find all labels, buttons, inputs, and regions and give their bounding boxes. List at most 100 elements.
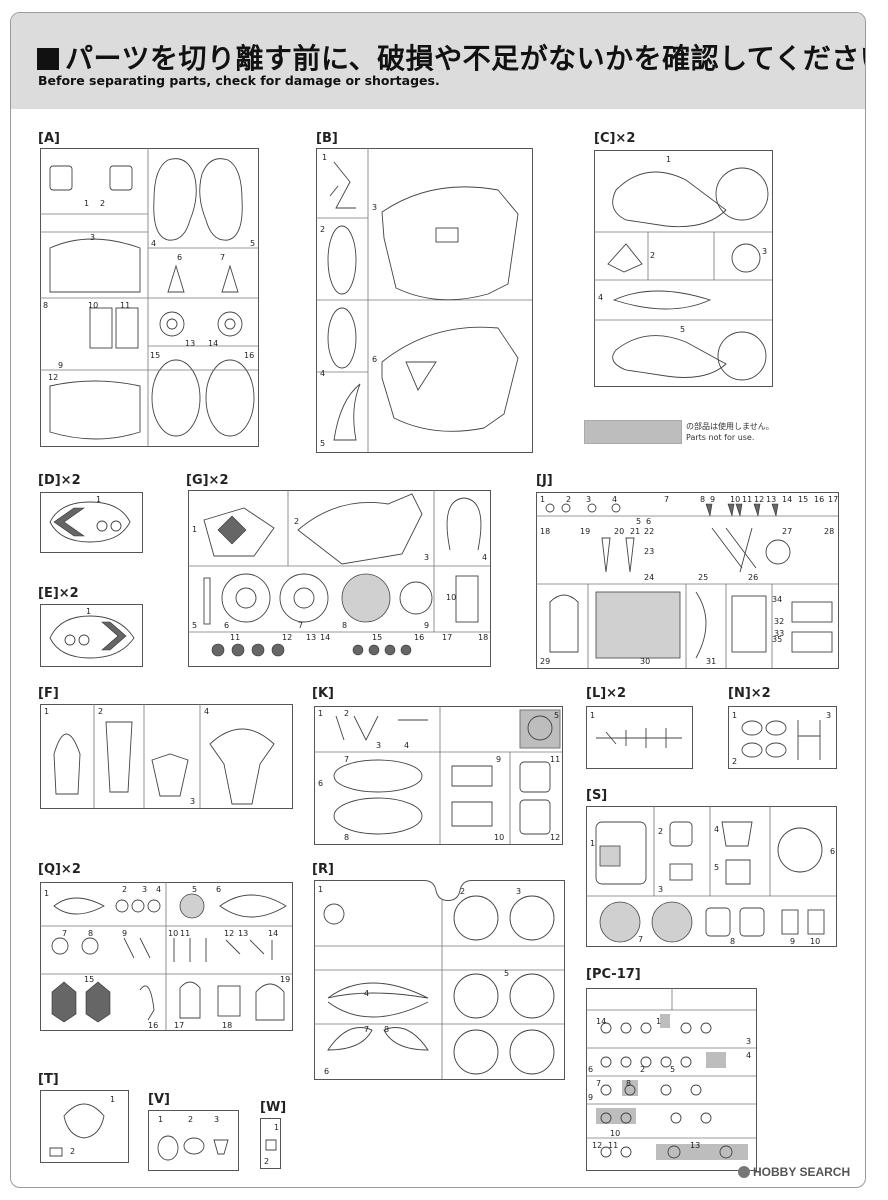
part-num: 16 bbox=[148, 1021, 158, 1030]
part-num: 18 bbox=[540, 527, 550, 536]
part-num: 1 bbox=[110, 1095, 115, 1104]
part-num: 1 bbox=[666, 155, 671, 164]
part-num: 15 bbox=[150, 351, 160, 360]
part-num: 4 bbox=[612, 495, 617, 504]
part-num: 2 bbox=[460, 887, 465, 896]
watermark-text: HOBBY SEARCH bbox=[753, 1165, 851, 1179]
part-num: 34 bbox=[772, 595, 782, 604]
sprue-label-d: [D]×2 bbox=[38, 473, 81, 488]
part-num: 2 bbox=[566, 495, 571, 504]
part-num: 11 bbox=[230, 633, 240, 642]
part-num: 1 bbox=[86, 607, 91, 616]
part-num: 3 bbox=[90, 233, 95, 242]
part-num: 9 bbox=[588, 1093, 593, 1102]
part-num: 11 bbox=[608, 1141, 618, 1150]
part-num: 10 bbox=[730, 495, 740, 504]
sprue-label-b: [B] bbox=[316, 131, 338, 146]
part-num: 15 bbox=[798, 495, 808, 504]
part-num: 2 bbox=[70, 1147, 75, 1156]
part-num: 3 bbox=[214, 1115, 219, 1124]
part-num: 11 bbox=[120, 301, 130, 310]
part-num: 8 bbox=[344, 833, 349, 842]
part-num: 13 bbox=[690, 1141, 700, 1150]
part-num: 14 bbox=[596, 1017, 606, 1026]
part-num: 5 bbox=[192, 621, 197, 630]
sprue-a-diagram: 1 2 3 4 5 6 7 8 9 10 11 12 13 14 15 16 bbox=[40, 148, 259, 447]
part-num: 23 bbox=[644, 547, 654, 556]
sprue-f-diagram: 1 2 3 4 bbox=[40, 704, 293, 809]
part-num: 17 bbox=[174, 1021, 184, 1030]
part-num: 3 bbox=[372, 203, 377, 212]
part-num: 5 bbox=[636, 517, 641, 526]
part-num: 9 bbox=[122, 929, 127, 938]
part-num: 10 bbox=[88, 301, 98, 310]
sprue-c-diagram: 1 2 3 4 5 bbox=[594, 150, 773, 387]
part-num: 6 bbox=[372, 355, 377, 364]
part-num: 2 bbox=[122, 885, 127, 894]
part-num: 7 bbox=[596, 1079, 601, 1088]
sprue-label-k: [K] bbox=[312, 686, 334, 701]
sprue-label-v: [V] bbox=[148, 1092, 170, 1107]
part-num: 6 bbox=[318, 779, 323, 788]
part-num: 14 bbox=[208, 339, 218, 348]
part-num: 1 bbox=[590, 711, 595, 720]
sprue-w-diagram: 1 2 bbox=[260, 1118, 281, 1169]
title-jp-text: パーツを切り離す前に、破損や不足がないかを確認してください。 bbox=[65, 42, 866, 75]
part-num: 3 bbox=[658, 885, 663, 894]
part-num: 3 bbox=[516, 887, 521, 896]
part-num: 9 bbox=[58, 361, 63, 370]
sprue-label-e: [E]×2 bbox=[38, 586, 79, 601]
part-num: 8 bbox=[43, 301, 48, 310]
part-num: 3 bbox=[826, 711, 831, 720]
part-num: 4 bbox=[320, 369, 325, 378]
part-num: 28 bbox=[824, 527, 834, 536]
part-num: 7 bbox=[298, 621, 303, 630]
part-num: 17 bbox=[828, 495, 838, 504]
part-num: 8 bbox=[626, 1079, 631, 1088]
part-num: 1 bbox=[274, 1123, 279, 1132]
part-num: 1 bbox=[732, 711, 737, 720]
sprue-b-diagram: 1 2 3 4 5 6 bbox=[316, 148, 533, 453]
part-num: 5 bbox=[680, 325, 685, 334]
part-num: 1 bbox=[540, 495, 545, 504]
part-num: 12 bbox=[754, 495, 764, 504]
legend-en: Parts not for use. bbox=[686, 433, 755, 442]
part-num: 2 bbox=[650, 251, 655, 260]
part-num: 9 bbox=[710, 495, 715, 504]
sprue-r-diagram: 1 2 3 4 5 6 7 8 bbox=[314, 880, 565, 1080]
part-num: 5 bbox=[320, 439, 325, 448]
part-num: 26 bbox=[748, 573, 758, 582]
part-num: 1 bbox=[96, 495, 101, 504]
part-num: 16 bbox=[814, 495, 824, 504]
logo-icon bbox=[738, 1166, 750, 1178]
part-num: 19 bbox=[580, 527, 590, 536]
part-num: 9 bbox=[790, 937, 795, 946]
part-num: 14 bbox=[268, 929, 278, 938]
part-num: 5 bbox=[554, 711, 559, 720]
part-num: 4 bbox=[204, 707, 209, 716]
part-num: 6 bbox=[588, 1065, 593, 1074]
sprue-label-c: [C]×2 bbox=[594, 131, 636, 146]
part-num: 5 bbox=[714, 863, 719, 872]
part-num: 35 bbox=[772, 635, 782, 644]
part-num: 16 bbox=[244, 351, 254, 360]
part-num: 2 bbox=[264, 1157, 269, 1166]
header-band: パーツを切り離す前に、破損や不足がないかを確認してください。 Before se… bbox=[11, 13, 865, 109]
part-num: 4 bbox=[482, 553, 487, 562]
part-num: 10 bbox=[494, 833, 504, 842]
part-num: 5 bbox=[250, 239, 255, 248]
part-num: 2 bbox=[344, 709, 349, 718]
part-num: 20 bbox=[614, 527, 624, 536]
part-num: 4 bbox=[156, 885, 161, 894]
part-num: 13 bbox=[185, 339, 195, 348]
part-num: 10 bbox=[446, 593, 456, 602]
part-num: 31 bbox=[706, 657, 716, 666]
part-num: 27 bbox=[782, 527, 792, 536]
part-num: 4 bbox=[404, 741, 409, 750]
part-num: 11 bbox=[180, 929, 190, 938]
part-num: 10 bbox=[810, 937, 820, 946]
part-num: 8 bbox=[88, 929, 93, 938]
sprue-q-diagram: 1 2 3 4 5 6 7 8 9 10 11 12 13 14 15 16 1… bbox=[40, 882, 293, 1031]
part-num: 8 bbox=[384, 1025, 389, 1034]
part-num: 14 bbox=[782, 495, 792, 504]
